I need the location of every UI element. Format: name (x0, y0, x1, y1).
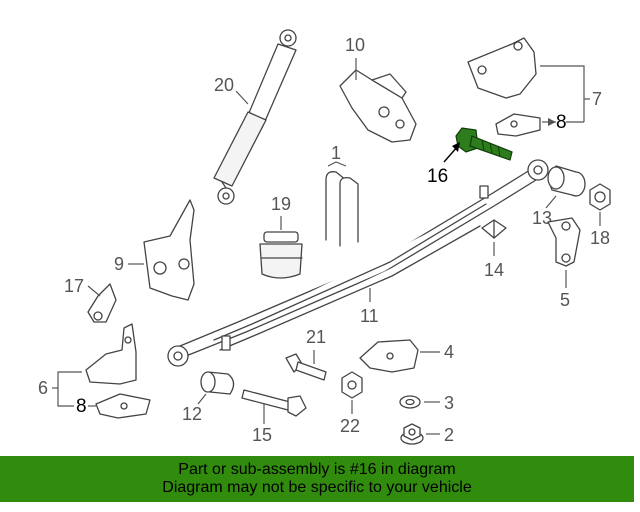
label-11: 11 (360, 306, 379, 326)
label-8-bottom: 8 (76, 396, 87, 417)
label-5: 5 (560, 290, 570, 310)
label-16: 16 (427, 166, 448, 187)
bracket-line-7 (540, 65, 585, 122)
leader-13 (545, 195, 557, 209)
leader-12 (197, 393, 207, 405)
part-3-washer[interactable] (399, 395, 421, 409)
part-20-shock-absorber[interactable] (213, 29, 297, 205)
part-10-bracket[interactable] (339, 69, 417, 143)
part-12-bushing[interactable] (200, 371, 235, 395)
parts-diagram: 20 10 7 8 16 1 (38, 29, 611, 445)
part-2-flange-nut[interactable] (400, 423, 424, 445)
label-15: 15 (252, 425, 272, 445)
part-13-bushing[interactable] (547, 165, 586, 197)
part-17-bracket[interactable] (87, 283, 117, 323)
part-18-nut[interactable] (589, 183, 611, 211)
part-8-plate-top[interactable] (495, 113, 541, 137)
leader-17 (87, 285, 101, 297)
part-9-hanger[interactable] (143, 199, 195, 301)
label-12: 12 (182, 404, 202, 424)
part-1-u-bolts[interactable] (325, 171, 359, 247)
label-3: 3 (444, 393, 454, 413)
label-10: 10 (345, 35, 365, 55)
label-2: 2 (444, 425, 454, 445)
label-17: 17 (64, 276, 84, 296)
leader-1 (327, 161, 347, 167)
part-11-leaf-spring[interactable] (167, 159, 549, 367)
label-4: 4 (444, 342, 454, 362)
label-9: 9 (114, 254, 124, 274)
part-14-spacer[interactable] (481, 219, 507, 239)
label-1: 1 (331, 143, 341, 163)
arrow-8-top (548, 118, 556, 126)
leader-20 (235, 90, 249, 105)
label-18: 18 (590, 228, 610, 248)
label-20: 20 (214, 75, 234, 95)
part-8-plate-bottom[interactable] (95, 393, 151, 419)
part-15-bolt[interactable] (241, 389, 307, 417)
part-19-bump-stop[interactable] (259, 231, 303, 279)
part-4-plate[interactable] (359, 339, 419, 373)
label-7: 7 (592, 89, 602, 109)
banner-line-1: Part or sub-assembly is #16 in diagram (178, 461, 456, 478)
part-6-bracket[interactable] (85, 323, 137, 385)
label-19: 19 (271, 194, 291, 214)
arrow-16 (452, 142, 460, 152)
bracket-line-6 (57, 371, 82, 407)
label-14: 14 (484, 260, 504, 280)
part-7-hanger-bracket[interactable] (467, 37, 537, 99)
label-22: 22 (340, 416, 360, 436)
part-5-shackle[interactable] (547, 217, 581, 267)
label-6: 6 (38, 378, 48, 398)
info-banner: Part or sub-assembly is #16 in diagram D… (0, 456, 634, 502)
label-13: 13 (532, 208, 552, 228)
label-8-top: 8 (556, 112, 567, 133)
part-21-bolt[interactable] (285, 353, 327, 381)
banner-line-2: Diagram may not be specific to your vehi… (162, 479, 472, 496)
part-22-nut[interactable] (341, 371, 363, 399)
label-21: 21 (306, 327, 326, 347)
